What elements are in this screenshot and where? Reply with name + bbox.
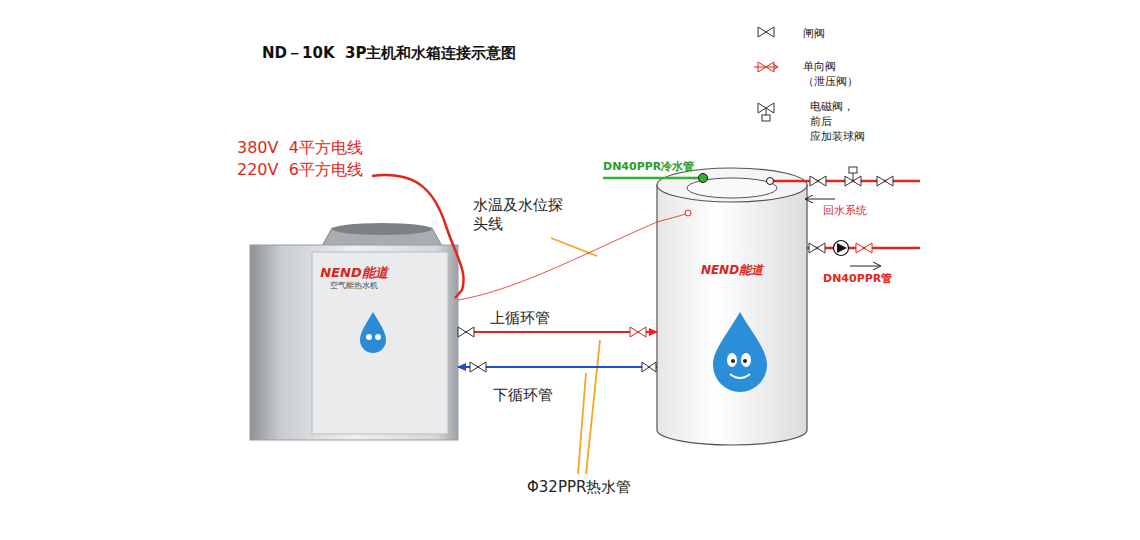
solenoid-valve [849, 167, 857, 173]
sensor-wire-end [685, 210, 691, 216]
solenoid-valve [758, 103, 861, 186]
pump-symbol [837, 243, 847, 253]
gate-valve [458, 327, 474, 337]
node-text: NEND能道 [701, 263, 763, 277]
circulation-pipe [458, 331, 657, 333]
check-valve [754, 67, 778, 68]
pump-symbol [834, 241, 849, 256]
water-tank [730, 374, 750, 378]
check-valve [773, 64, 778, 70]
gate-valve [458, 27, 893, 372]
gate-valve [642, 362, 656, 372]
sensor-wire-end [657, 210, 691, 222]
annotation-label: 220V 6平方电线 [237, 160, 363, 180]
return-pipe [806, 199, 835, 200]
annotation-label: 水温及水位探头线 [473, 196, 565, 234]
leader-lines [551, 238, 600, 474]
legend-text: 闸阀 [803, 27, 825, 42]
leader-lines [586, 340, 600, 474]
outlet-pipe [850, 266, 880, 267]
gate-valve [810, 176, 826, 186]
gate-valve [470, 362, 486, 372]
leader-lines [551, 238, 597, 256]
solenoid-valve [853, 173, 854, 181]
gate-valve [758, 27, 774, 37]
check-valve [630, 327, 646, 337]
water-tank [657, 168, 807, 445]
cold-water-pipe [603, 177, 698, 180]
solenoid-valve [762, 115, 770, 121]
return-pipe [767, 178, 774, 185]
gate-valve [809, 243, 825, 253]
node-text: 空气能热水机 [330, 281, 378, 291]
annotation-label: 回水系统 [823, 204, 867, 218]
heat-pump-unit [366, 334, 372, 340]
sensor-wire [458, 222, 657, 300]
check-valve [856, 243, 872, 253]
water-tank [657, 185, 807, 445]
check-valve [630, 62, 872, 337]
leader-lines [578, 373, 586, 474]
annotation-label: 380V 4平方电线 [237, 138, 363, 158]
pump-symbol [834, 241, 849, 256]
cold-water-pipe [603, 174, 708, 183]
water-tank [657, 168, 807, 202]
diagram-title: ND－10K 3P主机和水箱连接示意图 [262, 44, 516, 63]
heat-pump-unit [375, 334, 381, 340]
heat-pump-unit [360, 312, 386, 353]
node-text: NEND能道 [320, 265, 387, 281]
cold-water-pipe [699, 174, 708, 183]
water-tank [741, 353, 751, 367]
solenoid-valve [766, 108, 767, 115]
gate-valve [877, 176, 893, 186]
heat-pump-unit [250, 245, 458, 440]
legend-text: 单向阀 （泄压阀） [803, 60, 858, 90]
water-tank [713, 312, 767, 392]
heat-pump-unit [332, 223, 432, 235]
annotation-label: DN40PPR冷水管 [603, 160, 694, 174]
return-pipe [767, 178, 921, 200]
circulation-pipe [458, 366, 657, 368]
pipe-label: 下循环管 [493, 386, 553, 405]
water-tank-box: NEND能道 [657, 185, 807, 440]
heat-pump-unit [312, 252, 448, 434]
water-tank [727, 353, 737, 367]
pipe-label: 上循环管 [490, 309, 550, 328]
annotation-label: Φ32PPR热水管 [527, 478, 631, 497]
heat-pump-box: NEND能道空气能热水机 [250, 245, 458, 440]
sensor-wire-end [657, 214, 686, 222]
heat-pump-unit [250, 223, 458, 440]
water-tank [743, 359, 747, 363]
legend-text: 电磁阀，前后 应加装球阀 [810, 100, 865, 145]
water-tank [731, 359, 735, 363]
annotation-label: DN40PPR管 [823, 272, 892, 286]
